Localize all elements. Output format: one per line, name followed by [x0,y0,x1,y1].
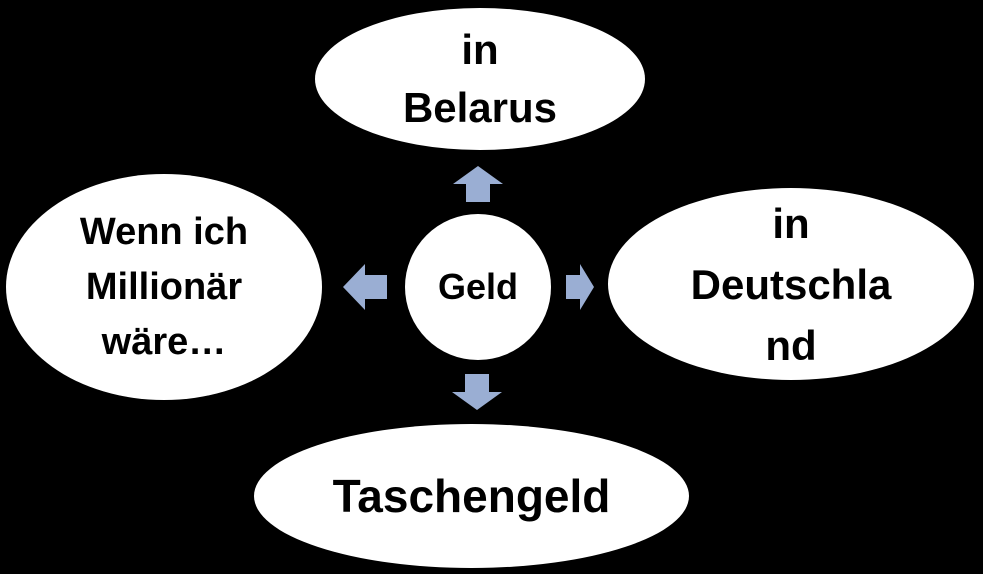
arrow-down-icon [452,374,502,410]
node-taschengeld-label: Taschengeld [332,470,611,522]
arrow-right-icon [566,264,594,310]
node-center-geld: Geld [405,214,551,360]
arrow-left-icon [343,264,387,310]
node-in-deutschland-label: in Deutschla nd [690,199,892,369]
node-millionaer: Wenn ich Millionär wäre… [6,174,322,400]
node-millionaer-label: Wenn ich Millionär wäre… [79,210,249,363]
node-taschengeld: Taschengeld [254,424,689,568]
node-in-deutschland: in Deutschla nd [608,188,974,380]
arrow-up-icon [453,166,503,202]
node-in-belarus-label: in Belarus [402,26,558,131]
node-center-label: Geld [437,266,518,307]
node-in-belarus: in Belarus [315,8,645,150]
